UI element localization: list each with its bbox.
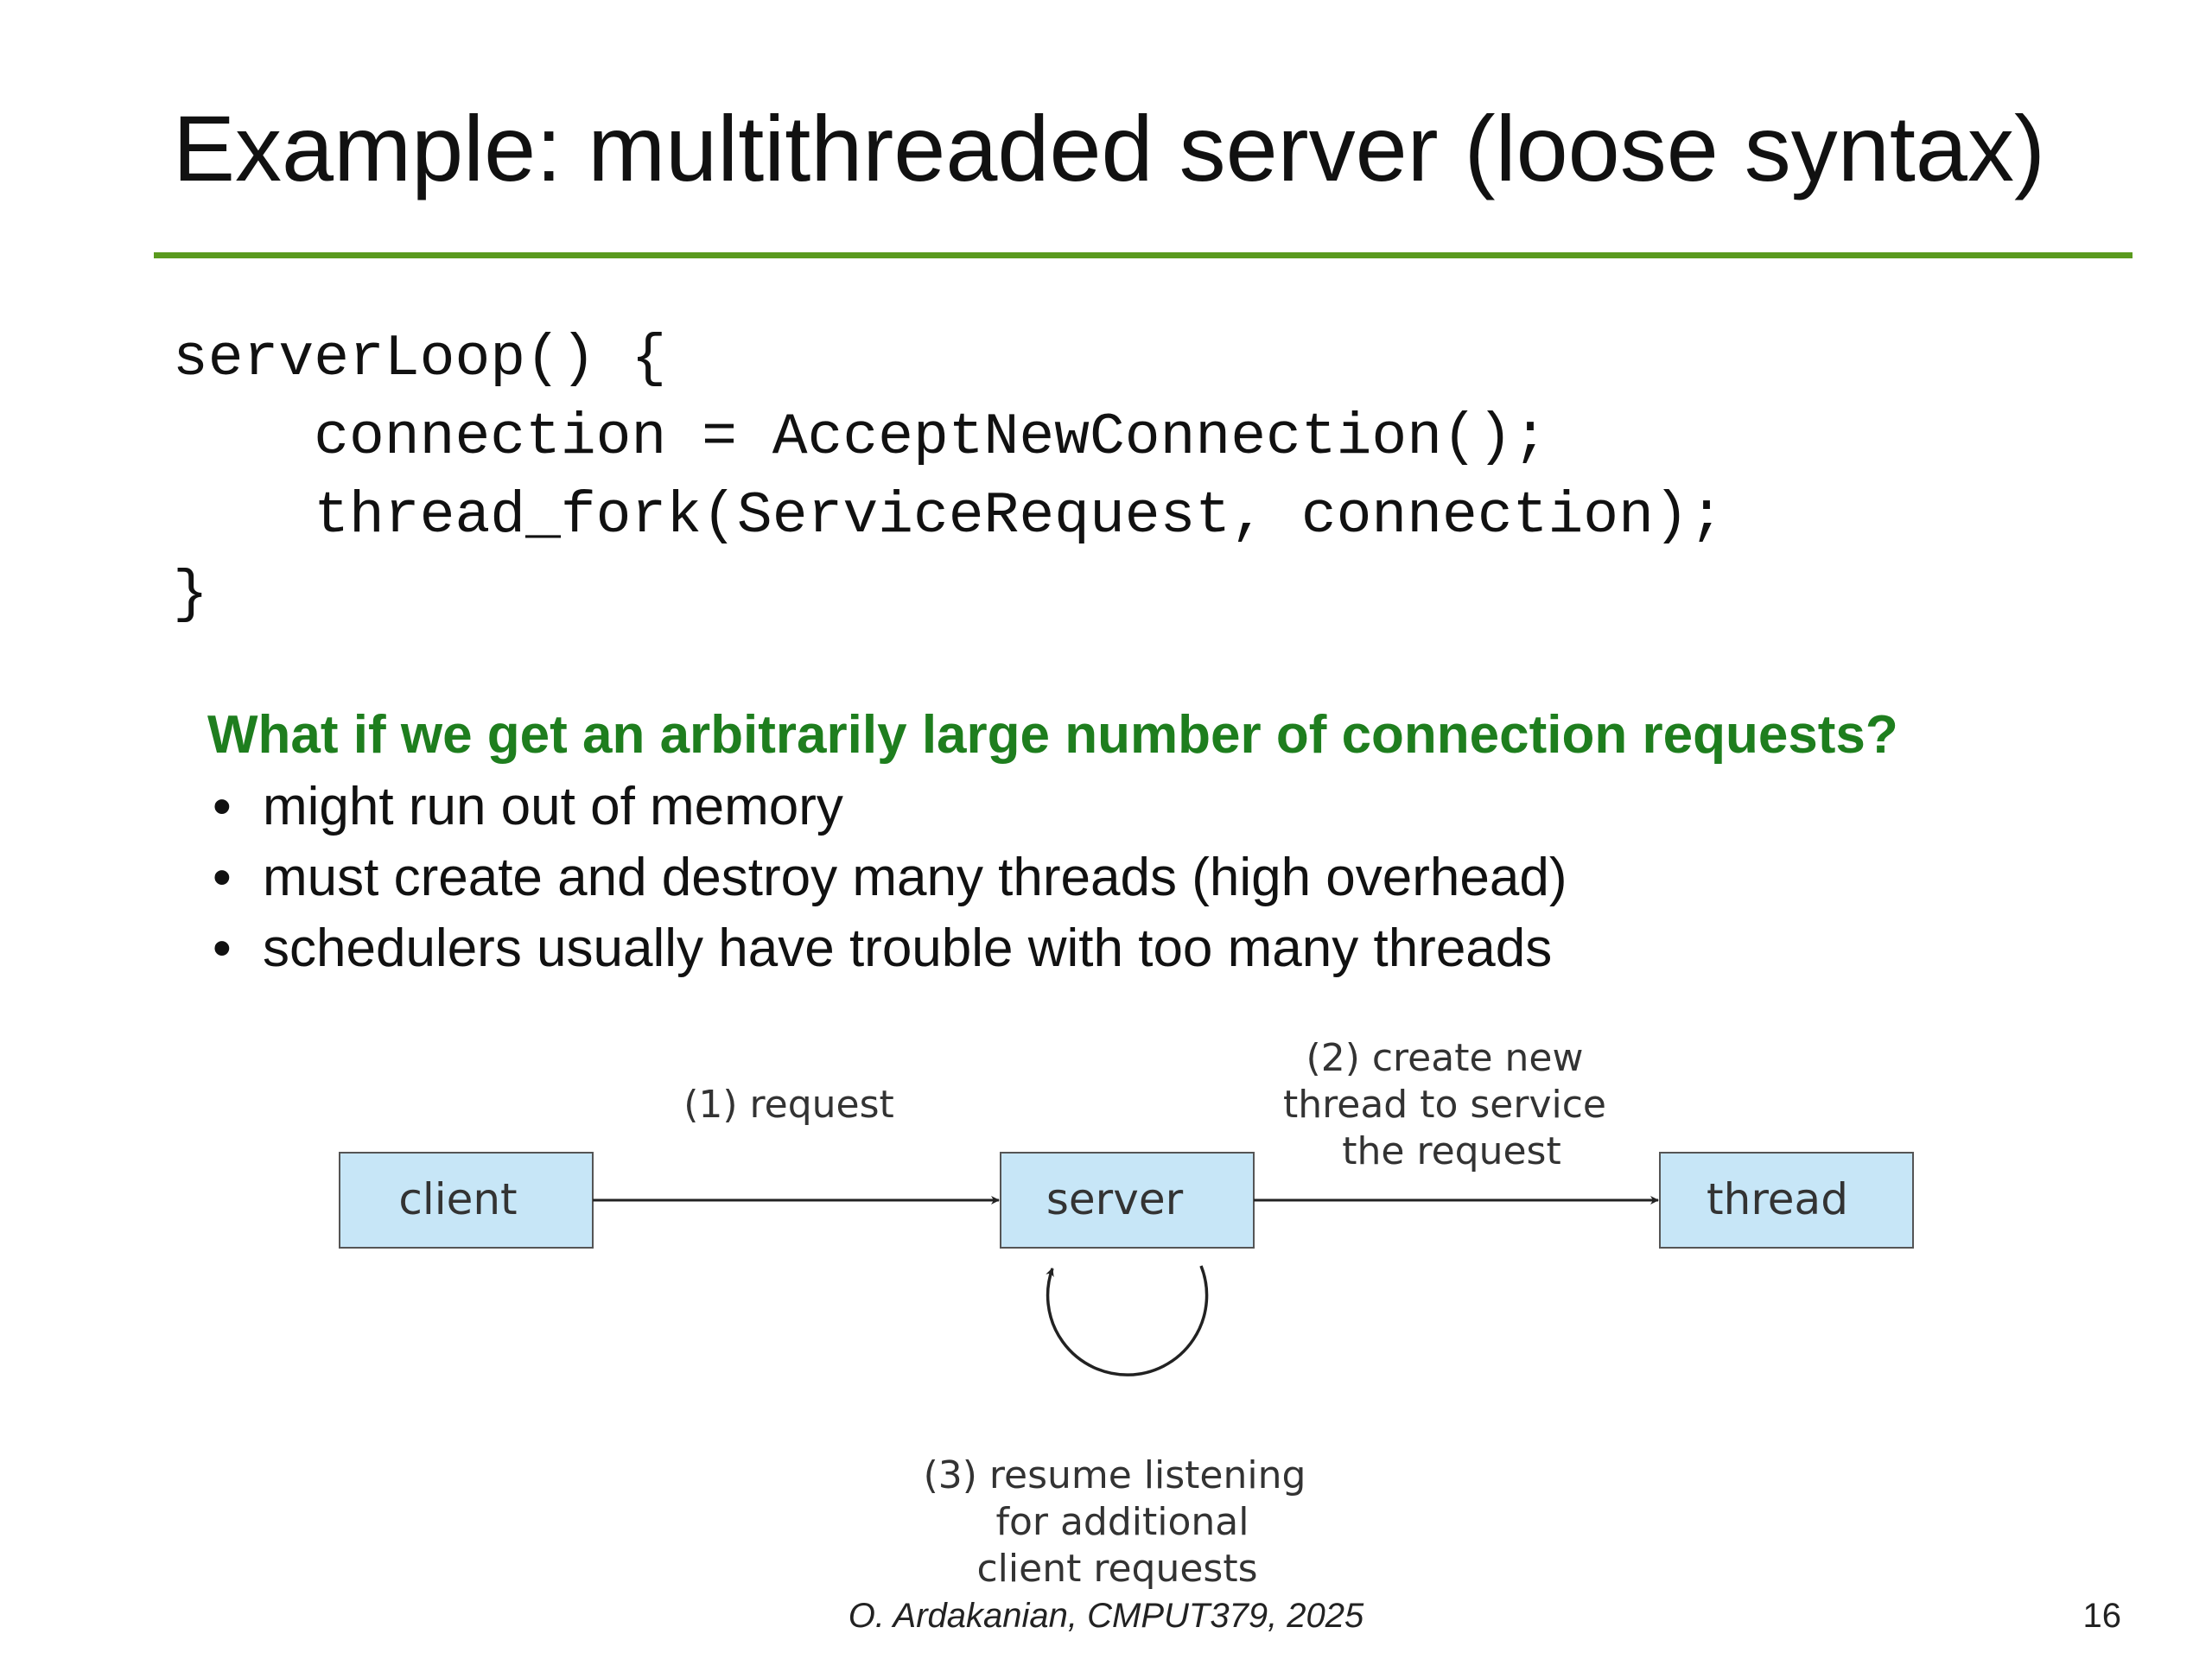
- resume-label-line2: for additional: [995, 1500, 1249, 1544]
- bullet-text: might run out of memory: [263, 777, 843, 836]
- bullet-item: • must create and destroy many threads (…: [207, 842, 1567, 913]
- code-block: serverLoop() { connection = AcceptNewCon…: [173, 320, 1725, 634]
- create-label-line1: (2) create new: [1306, 1036, 1584, 1080]
- code-line: thread_fork(ServiceRequest, connection);: [173, 483, 1725, 550]
- bullet-text: must create and destroy many threads (hi…: [263, 848, 1567, 907]
- title-divider: [154, 252, 2133, 258]
- client-label: client: [398, 1174, 517, 1224]
- server-label: server: [1046, 1174, 1184, 1224]
- page-number: 16: [2082, 1597, 2122, 1635]
- resume-loop-arrow: [1046, 1265, 1209, 1376]
- bullet-list: • might run out of memory • must create …: [207, 772, 1567, 984]
- resume-label-line3: client requests: [976, 1547, 1257, 1591]
- thread-box: [1659, 1152, 1914, 1249]
- discussion-question: What if we get an arbitrarily large numb…: [207, 705, 1898, 765]
- bullet-text: schedulers usually have trouble with too…: [263, 918, 1553, 978]
- resume-label-line1: (3) resume listening: [924, 1453, 1306, 1497]
- footer-credit: O. Ardakanian, CMPUT379, 2025: [848, 1597, 1364, 1635]
- client-box: [339, 1152, 594, 1249]
- bullet-item: • schedulers usually have trouble with t…: [207, 913, 1567, 984]
- bullet-dot: •: [213, 777, 232, 836]
- request-label: (1) request: [683, 1083, 894, 1127]
- create-label-line3: the request: [1342, 1129, 1560, 1173]
- code-line: serverLoop() {: [173, 326, 667, 392]
- thread-label: thread: [1707, 1174, 1848, 1224]
- server-box: [1000, 1152, 1255, 1249]
- bullet-item: • might run out of memory: [207, 772, 1567, 842]
- slide-title: Example: multithreaded server (loose syn…: [173, 96, 2045, 200]
- bullet-dot: •: [213, 848, 232, 907]
- bullet-dot: •: [213, 918, 232, 978]
- code-line: }: [173, 562, 208, 628]
- code-line: connection = AcceptNewConnection();: [173, 404, 1548, 471]
- create-label-line2: thread to service: [1283, 1083, 1606, 1127]
